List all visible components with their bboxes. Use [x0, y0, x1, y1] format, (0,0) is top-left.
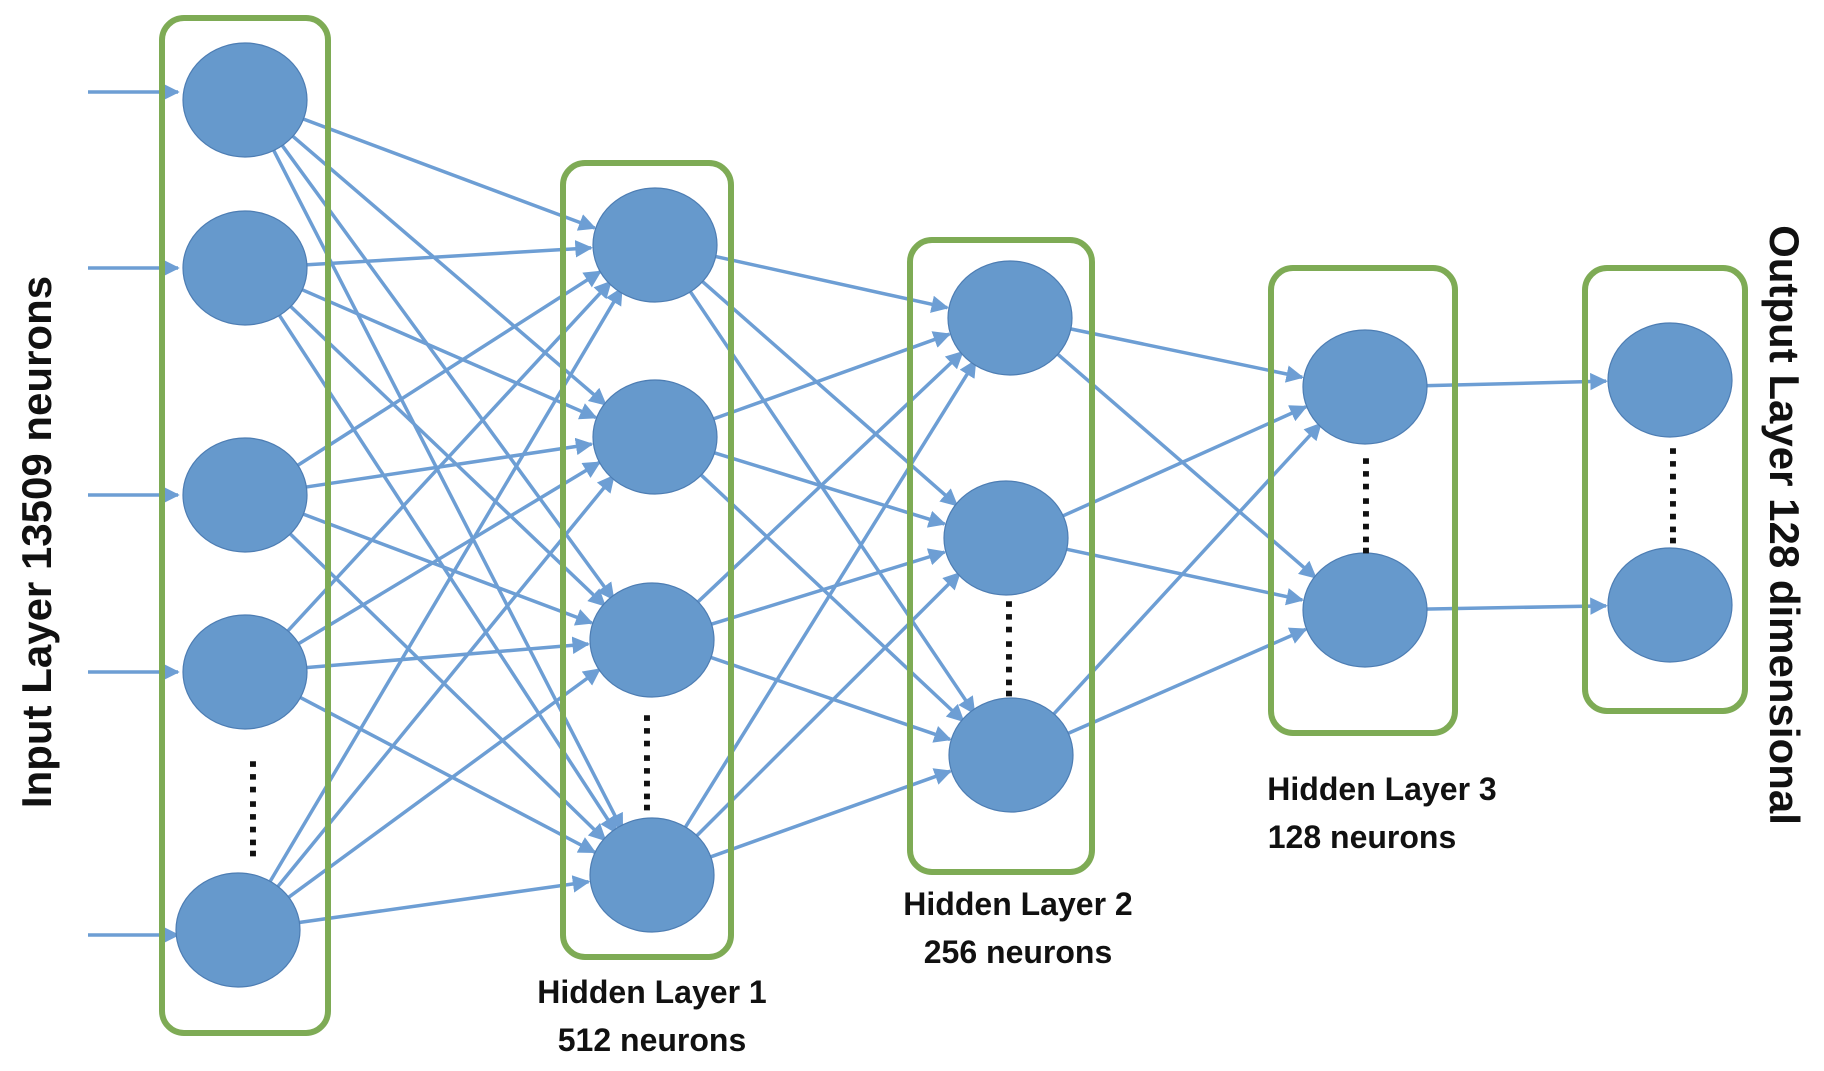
connections-layer	[266, 116, 1608, 925]
connection-l0-n3-to-n3	[296, 694, 597, 854]
connection-l1-n3-to-n1	[692, 571, 961, 840]
connection-l1-n3-to-n2	[706, 768, 952, 860]
connection-l0-n3-to-n1	[294, 460, 601, 648]
connection-l2-n2-to-n1	[1063, 627, 1308, 737]
input-ellipsis: ……..	[241, 757, 285, 859]
connection-l0-n2-to-n1	[302, 437, 594, 490]
connection-l1-n0-to-n2	[686, 287, 976, 715]
output-layer-box	[1582, 265, 1748, 714]
connection-l0-n1-to-n3	[275, 311, 618, 835]
connection-l2-n1-to-n0	[1058, 405, 1308, 520]
input-neuron-2	[182, 210, 308, 326]
hidden-1-neuron-1	[592, 187, 718, 303]
connection-l2-n2-to-n0	[1049, 422, 1322, 718]
hidden-2-neuron-2	[943, 480, 1069, 596]
input-neuron-3	[182, 437, 308, 553]
connection-l0-n4-to-n1	[274, 474, 616, 891]
output-layer-label: Output Layer 128 dimensional	[1761, 225, 1808, 825]
hidden-layer-2-ellipsis: ……..	[997, 597, 1041, 699]
connection-l0-n0-to-n0	[299, 116, 597, 231]
hidden-1-neuron-2	[592, 379, 718, 495]
connection-l0-n2-to-n2	[299, 511, 594, 626]
connection-l1-n0-to-n1	[698, 277, 959, 507]
connection-l3-n1-to-n1	[1422, 597, 1608, 615]
connection-l1-n2-to-n0	[693, 350, 964, 606]
output-neuron-1	[1607, 322, 1733, 438]
input-layer-label: Input Layer 13509 neurons	[13, 276, 60, 808]
hidden-layer-2-count: 256 neurons	[924, 934, 1113, 970]
connection-l0-n1-to-n2	[286, 302, 607, 607]
hidden-3-neuron-2	[1302, 552, 1428, 668]
hidden-2-neuron-3	[948, 697, 1074, 813]
connection-l2-n0-to-n0	[1066, 326, 1304, 383]
connection-l0-n3-to-n2	[302, 636, 590, 670]
hidden-layer-2-name: Hidden Layer 2	[903, 886, 1132, 922]
connection-l0-n3-to-n0	[283, 280, 612, 635]
hidden-2-neuron-1	[947, 260, 1073, 376]
hidden-1-neuron-4	[589, 817, 715, 933]
connection-l1-n1-to-n1	[710, 449, 947, 528]
connection-l1-n2-to-n1	[707, 548, 947, 627]
connection-l1-n3-to-n0	[681, 359, 977, 832]
hidden-1-neuron-3	[589, 582, 715, 698]
hidden-layer-1-box	[560, 160, 734, 960]
connection-l0-n2-to-n0	[293, 270, 602, 469]
input-neuron-4	[182, 614, 308, 730]
connection-l0-n1-to-n0	[302, 240, 593, 267]
input-layer-box	[159, 15, 331, 1036]
neurons-layer	[175, 42, 1733, 988]
hidden-layer-3-box	[1268, 265, 1458, 736]
hidden-layer-1-count: 512 neurons	[558, 1022, 747, 1058]
hidden-layer-1-ellipsis: ……..	[635, 711, 679, 813]
connection-l1-n2-to-n2	[706, 654, 952, 743]
connection-l3-n0-to-n0	[1422, 372, 1608, 391]
input-neuron-1	[182, 42, 308, 158]
connection-l0-n0-to-n1	[288, 132, 607, 406]
connection-l0-n4-to-n3	[295, 875, 591, 925]
connection-l0-n2-to-n3	[286, 529, 607, 842]
connection-l0-n1-to-n1	[297, 286, 598, 420]
connection-l0-n4-to-n2	[284, 667, 601, 902]
hidden-3-neuron-1	[1302, 329, 1428, 445]
output-neuron-2	[1607, 547, 1733, 663]
output-ellipsis: ……..	[1661, 444, 1705, 546]
hidden-layer-2-box	[907, 237, 1095, 875]
hidden-layer-3-ellipsis: ……..	[1354, 454, 1398, 556]
hidden-layer-3-name: Hidden Layer 3	[1267, 771, 1496, 807]
hidden-layer-3-count: 128 neurons	[1268, 819, 1457, 855]
hidden-layer-1-name: Hidden Layer 1	[537, 974, 766, 1010]
input-neuron-5	[175, 872, 301, 988]
